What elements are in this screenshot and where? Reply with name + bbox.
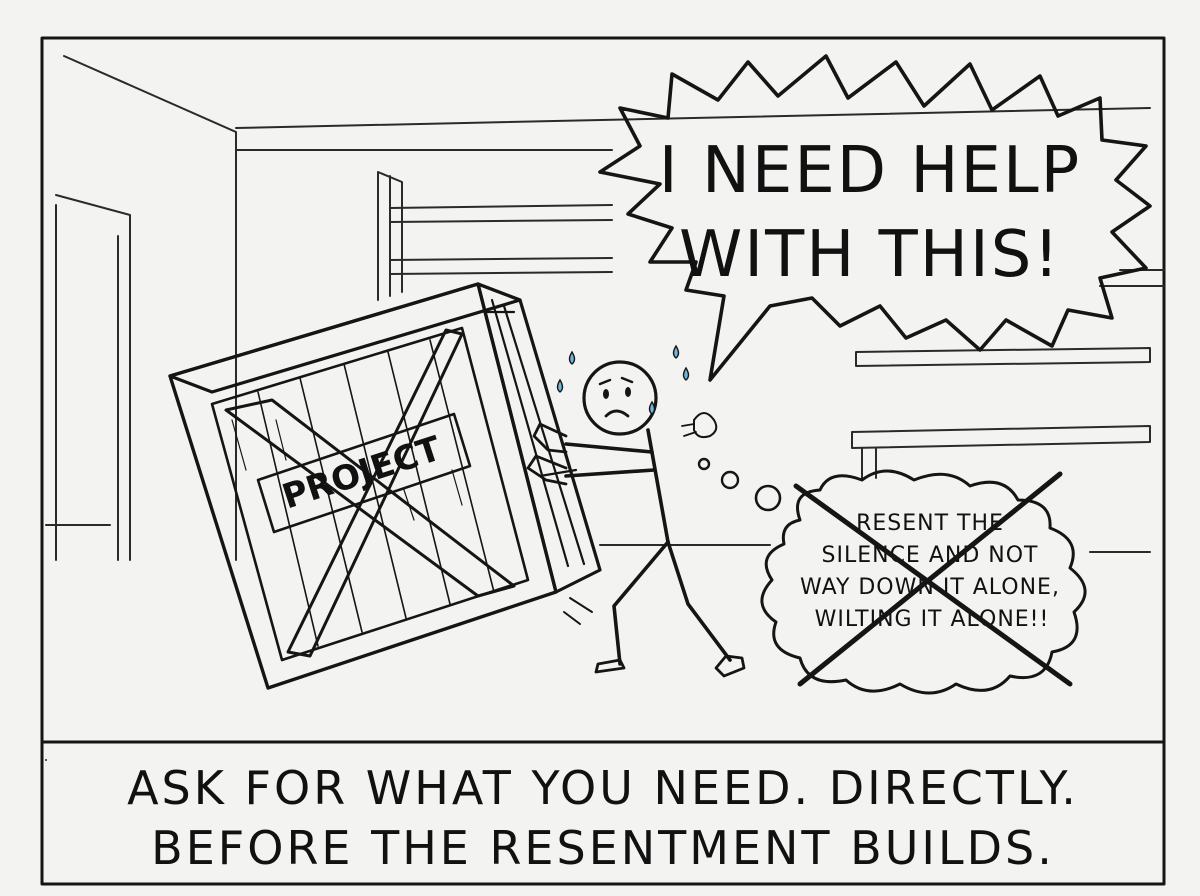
panel-frame	[40, 36, 1166, 886]
head	[582, 360, 658, 436]
warehouse-background	[45, 55, 1165, 761]
sweat-drops-icon	[556, 344, 690, 415]
project-crate: PROJECT	[168, 282, 602, 690]
speech-bubble: I NEED HELP WITH THIS!	[598, 54, 1152, 382]
cross-out-icon	[793, 471, 1073, 687]
crate-label: PROJECT	[256, 412, 472, 534]
thought-bubble: RESENT THE SILENCE AND NOT WAY DOWN IT A…	[697, 457, 1087, 695]
caption-line-2: BEFORE THE RESENTMENT BUILDS.	[151, 821, 1055, 875]
thought-line-4: WILTING IT ALONE!!	[815, 607, 1050, 632]
speech-line-2: WITH THIS!	[679, 218, 1061, 292]
stick-figure	[526, 344, 746, 678]
thought-line-2: SILENCE AND NOT	[822, 543, 1039, 568]
caption: ASK FOR WHAT YOU NEED. DIRECTLY. BEFORE …	[127, 761, 1079, 875]
thought-line-1: RESENT THE	[856, 511, 1004, 536]
caption-line-1: ASK FOR WHAT YOU NEED. DIRECTLY.	[127, 761, 1079, 815]
speech-line-1: I NEED HELP	[659, 134, 1081, 208]
